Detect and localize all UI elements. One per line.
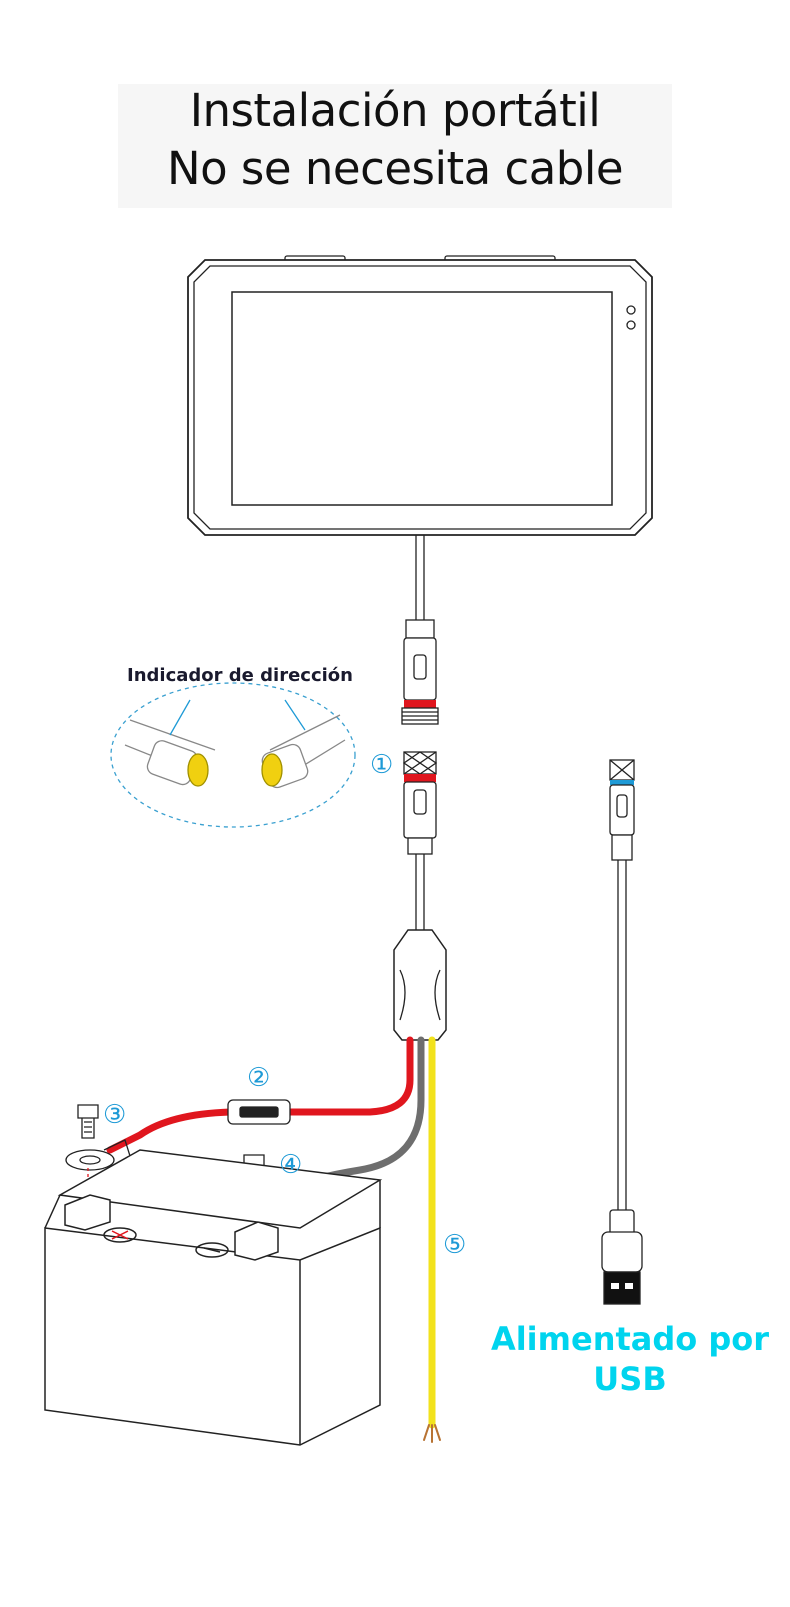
callout-1: ①	[370, 750, 394, 780]
callout-2: ②	[247, 1063, 271, 1093]
direction-indicator-label: Indicador de dirección	[127, 665, 353, 686]
title-line-2: No se necesita cable	[166, 142, 624, 195]
power-cable-connector	[393, 751, 447, 1041]
direction-indicator-inset	[110, 682, 356, 828]
callout-3: ③	[103, 1100, 127, 1130]
callout-5: ⑤	[443, 1230, 467, 1260]
title-line-1: Instalación portátil	[189, 84, 601, 137]
monitor	[187, 255, 653, 536]
callout-4: ④	[279, 1150, 303, 1180]
fuse-holder	[227, 1099, 291, 1125]
battery	[44, 1149, 383, 1446]
monitor-cable	[401, 535, 439, 725]
usb-cable	[601, 759, 643, 1305]
usb-label-line-1: Alimentado por	[490, 1320, 770, 1358]
usb-label-line-2: USB	[593, 1360, 667, 1398]
title-background	[118, 84, 672, 208]
ring-terminal-positive	[65, 1104, 131, 1200]
